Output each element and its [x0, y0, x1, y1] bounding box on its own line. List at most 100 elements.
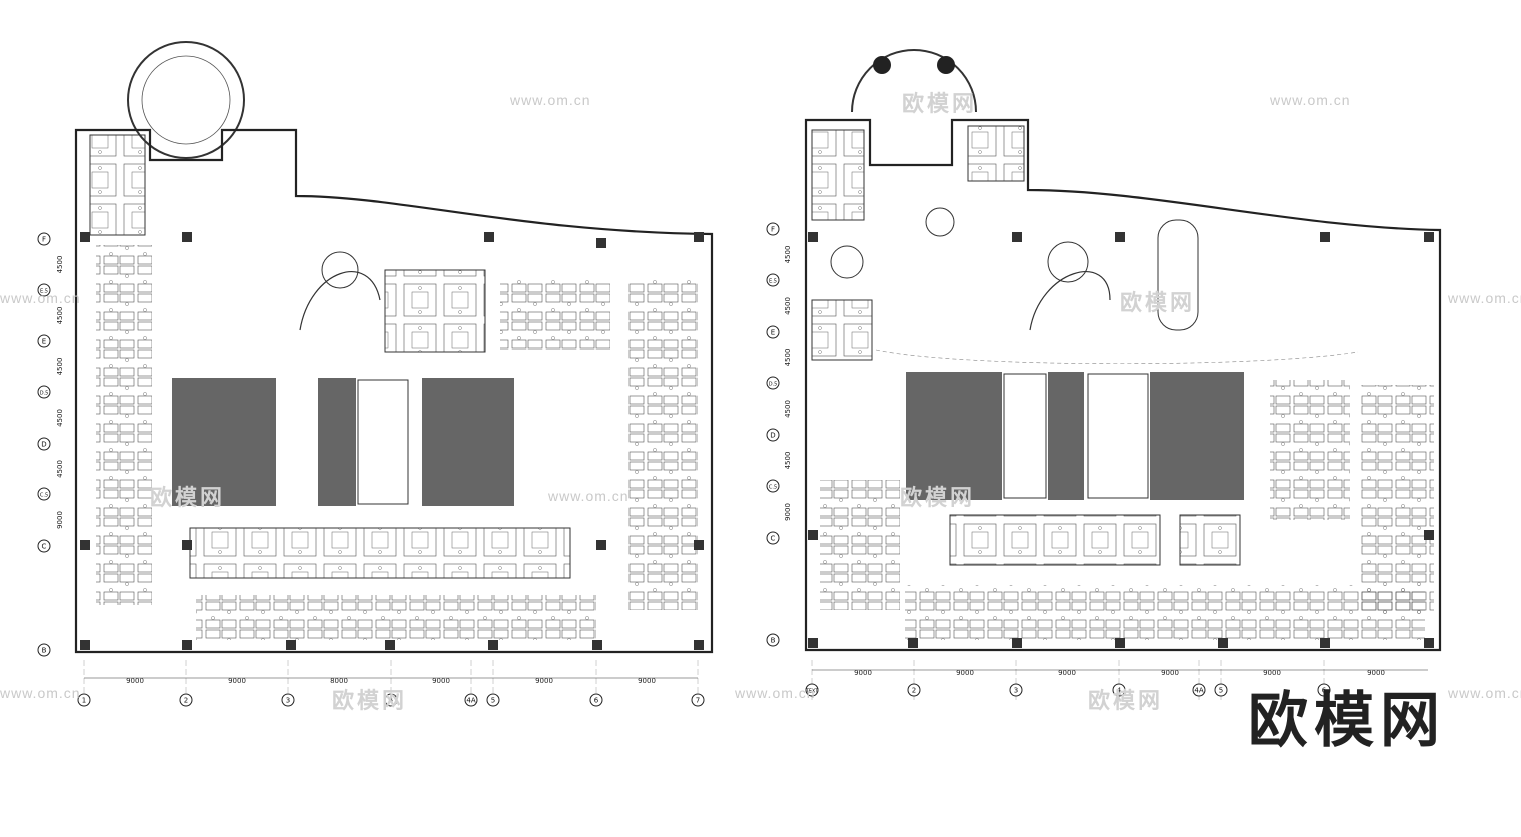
right-grid-col-2-label: 2 — [912, 687, 916, 695]
right-core-block-1 — [906, 372, 1002, 500]
watermark-brand-6: 欧模网 — [1088, 689, 1164, 714]
left-grid-row-E-label: E — [42, 338, 46, 346]
left-col-dim: 8000 — [330, 677, 348, 685]
right-col-grid-bubbles: TEXT 2 3 4 4A 5 6 — [805, 683, 1331, 697]
right-col-dim: 9000 — [1161, 669, 1179, 677]
left-grid-col-4-label: 4 — [389, 697, 394, 705]
left-grid-row-C-label: C — [42, 543, 47, 551]
left-grid-col-1: 1 — [77, 693, 91, 707]
right-grid-row-B: B — [766, 633, 780, 647]
left-grid-row-D.5-label: D.5 — [40, 391, 49, 397]
right-grid-row-D: D — [766, 428, 780, 442]
right-row-dim: 4500 — [784, 246, 792, 264]
right-row-dim: 4500 — [784, 349, 792, 367]
left-grid-col-6-label: 6 — [594, 697, 599, 705]
left-grid-row-D.5: D.5 — [37, 385, 51, 399]
left-grid-row-D-label: D — [41, 441, 46, 449]
right-grid-row-D-label: D — [770, 432, 775, 440]
left-grid-row-F-label: F — [42, 236, 46, 244]
right-round-tower — [851, 49, 977, 113]
right-grid-col-3-label: 3 — [1014, 687, 1018, 695]
left-grid-col-6: 6 — [589, 693, 603, 707]
left-grid-row-B: B — [37, 643, 51, 657]
left-row-dim: 9000 — [56, 511, 64, 529]
right-grid-row-F: F — [766, 222, 780, 236]
left-grid-col-5: 5 — [486, 693, 500, 707]
right-col-dim: 9000 — [956, 669, 974, 677]
watermark-site-2: www.om.cn — [1270, 92, 1351, 108]
right-grid-row-D.5-label: D.5 — [769, 382, 778, 388]
right-grid-row-D.5: D.5 — [766, 376, 780, 390]
right-grid-row-E.5-label: E.5 — [769, 279, 777, 285]
left-grid-col-1-label: 1 — [82, 697, 86, 705]
left-grid-col-2: 2 — [179, 693, 193, 707]
left-row-dim: 4500 — [56, 460, 64, 478]
watermark-brand-5: 欧模网 — [332, 689, 408, 714]
right-floor-plan — [804, 49, 1442, 700]
left-row-dim: 4500 — [56, 409, 64, 427]
left-row-dim: 4500 — [56, 307, 64, 325]
right-grid-col-3: 3 — [1009, 683, 1023, 697]
right-grid-col-TEXT-label: TEXT — [805, 689, 820, 695]
right-grid-col-4A: 4A — [1192, 683, 1206, 697]
left-grid-row-F: F — [37, 232, 51, 246]
left-grid-col-5-label: 5 — [491, 697, 495, 705]
left-col-dim: 9000 — [638, 677, 656, 685]
right-grid-col-4: 4 — [1112, 683, 1126, 697]
left-grid-col-7: 7 — [691, 693, 705, 707]
left-grid-col-2-label: 2 — [184, 697, 188, 705]
left-grid-row-C: C — [37, 539, 51, 553]
watermark-brand-large: 欧模网 — [1248, 686, 1446, 756]
left-grid-row-C.5-label: C.5 — [40, 493, 48, 499]
left-col-dim: 9000 — [228, 677, 246, 685]
right-grid-row-C.5-label: C.5 — [769, 485, 777, 491]
left-grid-col-3-label: 3 — [286, 697, 290, 705]
right-col-dim: 9000 — [1367, 669, 1385, 677]
right-grid-col-5: 5 — [1214, 683, 1228, 697]
left-core-block-3 — [422, 378, 514, 506]
right-grid-row-C-label: C — [771, 535, 776, 543]
left-grid-row-C.5: C.5 — [37, 487, 51, 501]
right-grid-row-B-label: B — [771, 637, 776, 645]
left-grid-row-E.5: E.5 — [37, 283, 51, 297]
right-row-dim: 4500 — [784, 297, 792, 315]
left-grid-row-E: E — [37, 334, 51, 348]
watermark-site-5: www.om.cn — [548, 488, 629, 504]
watermark-site-6: www.om.cn — [0, 685, 81, 701]
right-grid-row-C.5: C.5 — [766, 479, 780, 493]
left-col-grid-bubbles: 1 2 3 4 4A 5 6 7 — [77, 693, 705, 707]
left-row-dim: 4500 — [56, 256, 64, 274]
right-outer-wall — [804, 118, 1442, 652]
right-grid-row-E-label: E — [771, 329, 775, 337]
right-col-dim: 9000 — [1058, 669, 1076, 677]
left-col-dim: 9000 — [126, 677, 144, 685]
watermark-brand-3: 欧模网 — [900, 486, 976, 511]
left-row-dim: 4500 — [56, 358, 64, 376]
right-grid-col-5-label: 5 — [1219, 687, 1223, 695]
right-row-dim: 9000 — [784, 503, 792, 521]
left-grid-row-E.5-label: E.5 — [40, 289, 48, 295]
left-col-dim: 9000 — [432, 677, 450, 685]
right-grid-col-6: 6 — [1317, 683, 1331, 697]
right-row-dim: 4500 — [784, 452, 792, 470]
right-grid-col-4-label: 4 — [1117, 687, 1122, 695]
right-col-dim: 9000 — [1263, 669, 1281, 677]
watermark-brand-2: 欧模网 — [150, 486, 226, 511]
left-round-tower — [127, 41, 245, 159]
left-col-dim: 9000 — [535, 677, 553, 685]
left-grid-col-7-label: 7 — [696, 697, 700, 705]
right-grid-col-2: 2 — [907, 683, 921, 697]
right-row-dim: 4500 — [784, 400, 792, 418]
right-row-dimensions: 4500 4500 4500 4500 4500 9000 — [784, 246, 792, 521]
watermark-site-4: www.om.cn — [0, 290, 81, 306]
right-grid-row-C: C — [766, 531, 780, 545]
watermark-site-3: www.om.cn — [1448, 290, 1521, 306]
left-grid-col-4A-label: 4A — [466, 697, 475, 705]
watermark-site-7: www.om.cn — [735, 685, 816, 701]
right-grid-row-F-label: F — [771, 226, 775, 234]
right-grid-row-E.5: E.5 — [766, 273, 780, 287]
left-floor-plan — [74, 41, 714, 700]
right-grid-col-TEXT: TEXT — [805, 683, 820, 697]
left-outer-wall — [74, 128, 714, 654]
